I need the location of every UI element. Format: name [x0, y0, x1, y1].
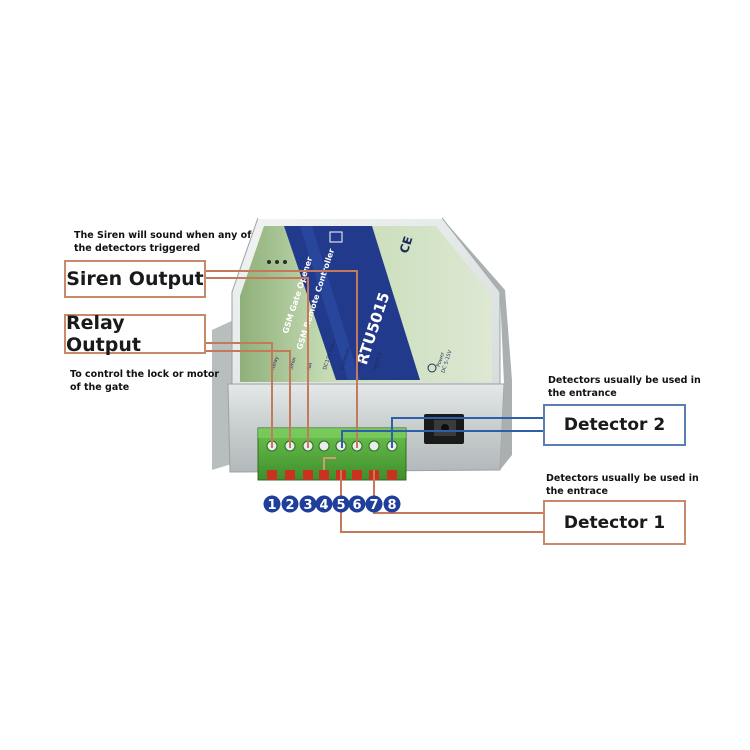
detector2-wire-1 [391, 417, 545, 448]
relay-wire-1 [205, 342, 273, 448]
terminal-block [257, 427, 407, 481]
wires [205, 270, 545, 533]
relay-wire-2 [205, 350, 291, 448]
terminal-clamp [303, 470, 313, 480]
pin-badge: 8 [383, 495, 401, 513]
terminal-clamp [267, 470, 277, 480]
siren-output-callout: Siren Output [64, 260, 206, 298]
pin-badge: 7 [365, 495, 383, 513]
pin-badge-circle [348, 495, 366, 513]
led-icon [275, 260, 279, 264]
pin-badge: 3 [299, 495, 317, 513]
relay-note: To control the lock or motor of the gate [70, 369, 220, 393]
terminal-clamp [387, 470, 397, 480]
pin-badge-circle [365, 495, 383, 513]
terminal-screw [318, 440, 330, 452]
device-label: RTU5015 GSM Gate Opener GSM Remote Contr… [240, 226, 492, 382]
pin-badge-circle [281, 495, 299, 513]
pin-badge-circle [332, 495, 350, 513]
terminal-label: NA [306, 361, 314, 370]
pin-number: 6 [352, 498, 361, 513]
terminal-clamp [352, 470, 362, 480]
ce-mark: CE [397, 235, 416, 256]
pin-badge-circle [383, 495, 401, 513]
pin-number: 8 [387, 498, 396, 513]
detector-2-callout: Detector 2 [543, 404, 686, 446]
pin-number: 1 [267, 498, 276, 513]
pin-badge: 6 [348, 495, 366, 513]
relay-output-callout: Relay Output [64, 312, 206, 356]
pin-badge: 4 [315, 495, 333, 513]
power-label: Power [436, 351, 447, 368]
pin-badge-circle [315, 495, 333, 513]
siren-wire [205, 270, 358, 448]
signal-icon [329, 231, 343, 243]
pin-badge: 1 [263, 495, 281, 513]
detector1-wire-1 [373, 470, 545, 514]
pin4-stub [323, 457, 336, 470]
pin-badge-circle [263, 495, 281, 513]
siren-note: The Siren will sound when any of the det… [74, 230, 252, 254]
detector2-note: Detectors usually be used in the entranc… [548, 375, 701, 399]
terminal-screw [368, 440, 380, 452]
power-icon [427, 363, 437, 373]
pin-number: 3 [303, 498, 312, 513]
pin-number: 2 [285, 498, 294, 513]
pin-number: 5 [336, 498, 345, 513]
terminal-label: Input 1 [355, 352, 366, 371]
detector1-note: Detectors usually be used in the entrace [546, 473, 699, 497]
pin-badge-circle [299, 495, 317, 513]
detector1-wire-2 [340, 470, 545, 533]
pin-number: 4 [319, 498, 328, 513]
siren-wire-outer [205, 277, 309, 448]
detector-1-callout: Detector 1 [543, 500, 686, 545]
pin-number: 7 [369, 498, 378, 513]
detector2-wire-2 [341, 430, 545, 448]
terminal-clamp [319, 470, 329, 480]
led-icon [283, 260, 287, 264]
terminal-clamp [285, 470, 295, 480]
led-icon [267, 260, 271, 264]
pin-badge: 5 [332, 495, 350, 513]
terminal-label: Siren [288, 357, 298, 371]
pin-badge: 2 [281, 495, 299, 513]
terminal-label: Input 2 [372, 352, 383, 371]
terminal-label: Relay [270, 356, 280, 371]
